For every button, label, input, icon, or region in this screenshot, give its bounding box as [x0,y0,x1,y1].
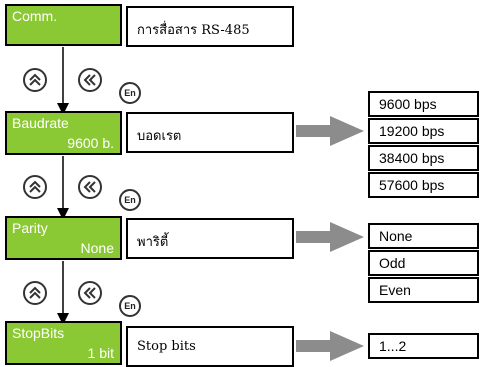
double-chevron-up-icon [29,286,41,299]
arrow-stopbits [296,331,364,361]
desc-comm: การสื่อสาร RS-485 [126,6,294,47]
parity-option: None [368,223,479,249]
double-chevron-up-icon [29,73,41,86]
double-chevron-left-icon [83,287,96,299]
back-button[interactable] [78,68,102,92]
desc-stopbits: Stop bits [126,326,294,367]
lcd-baudrate-value: 9600 b. [67,135,114,151]
lcd-stopbits: StopBits 1 bit [5,321,122,365]
desc-baudrate: บอดเรต [126,112,294,153]
lcd-baudrate-label: Baudrate [12,115,69,131]
arrow-baudrate [296,116,364,146]
baudrate-option: 19200 bps [368,118,479,144]
enter-button[interactable]: En [119,189,141,211]
up-button[interactable] [23,175,47,199]
lcd-parity-value: None [80,240,114,256]
lcd-stopbits-label: StopBits [12,325,65,341]
lcd-baudrate: Baudrate 9600 b. [5,111,122,155]
back-button[interactable] [78,281,102,305]
baudrate-option: 9600 bps [368,91,479,117]
stopbits-option: 1...2 [368,333,479,359]
double-chevron-up-icon [29,180,41,193]
enter-button[interactable]: En [119,295,141,317]
lcd-parity: Parity None [5,216,122,260]
up-button[interactable] [23,281,47,305]
arrow-parity [296,222,364,252]
back-button[interactable] [78,175,102,199]
lcd-comm: Comm. [5,4,122,46]
lcd-comm-label: Comm. [12,8,58,24]
parity-option: Even [368,277,479,303]
baudrate-option: 57600 bps [368,172,479,198]
double-chevron-left-icon [83,74,96,86]
parity-option: Odd [368,250,479,276]
double-chevron-left-icon [83,181,96,193]
lcd-parity-label: Parity [12,220,48,236]
up-button[interactable] [23,68,47,92]
lcd-stopbits-value: 1 bit [87,345,114,361]
baudrate-option: 38400 bps [368,145,479,171]
enter-button[interactable]: En [119,82,141,104]
desc-parity: พาริตี้ [126,218,294,259]
